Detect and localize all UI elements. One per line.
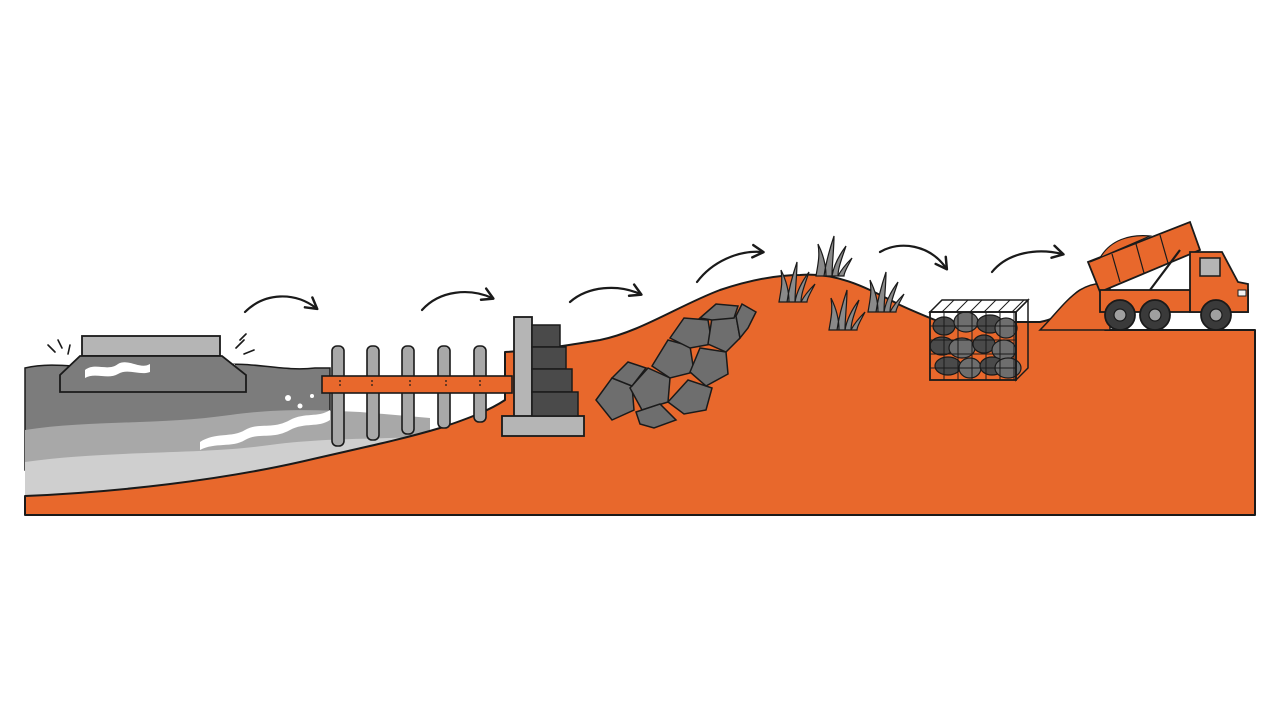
vegetated-dune-icon [778,235,905,331]
seawall-step [531,346,567,370]
rock-revetment-icon [595,302,757,429]
bed-ribs [1111,234,1169,283]
truck-lamp [1237,289,1247,297]
wave-foam [200,410,330,450]
flow-arrows [243,243,1065,314]
dump-truck-icon [1086,220,1249,331]
gabion-front [929,311,1017,381]
mesh-line [1011,299,1025,313]
rock [650,339,695,379]
rock [595,377,635,421]
splash-right [235,333,255,355]
mesh-line [955,299,969,313]
grass-tuft [815,235,853,277]
gabion-stones [929,311,1022,379]
fence-post [331,345,345,447]
truck-piston [1149,249,1181,291]
truck-wheel [1104,299,1136,331]
curved-arrow-icon [878,244,949,271]
mesh-line [997,299,1011,313]
rock [698,303,740,321]
gabion-stone [934,356,962,376]
rock [629,367,671,411]
truck-window [1199,257,1221,277]
truck-wheel [1139,299,1171,331]
gabion-mesh [930,299,1025,380]
curved-arrow-icon [243,295,319,314]
groyne-fence-icon [321,345,513,447]
foam-bubble [297,403,303,409]
rock [610,361,648,387]
rock [735,302,757,340]
beam-stitches [339,380,481,388]
mesh-line [969,299,983,313]
rock [689,347,729,387]
curved-arrow-icon [420,287,495,312]
splash-left [47,339,71,355]
stepped-seawall-icon [501,316,585,437]
seawall-step [531,324,561,348]
curved-arrow-icon [990,244,1065,274]
offshore-breakwater-icon [47,333,255,393]
truck-load [1089,235,1153,263]
breakwater-foam [85,362,150,378]
mesh-line [941,299,955,313]
seawall-step [531,391,579,417]
grass-tuft [867,271,905,313]
seawall-step [531,368,573,393]
truck-wheel [1200,299,1232,331]
curved-arrow-icon [695,243,765,284]
foam-bubble [285,395,291,401]
breakwater-top [81,335,221,357]
foam-bubble [310,394,314,398]
seawall-footing [501,415,585,437]
breakwater-base [59,355,247,393]
grass-tuft [778,261,816,303]
gabion-stone [948,337,976,359]
groyne-beam [321,375,513,394]
gabion-basket-icon [928,298,1030,382]
grass-tuft [828,289,866,331]
seawall-post [513,316,533,423]
rock [635,403,678,429]
mesh-line [983,299,997,313]
truck-bed [1086,220,1202,294]
rock [666,379,713,415]
curved-arrow-icon [568,283,643,304]
